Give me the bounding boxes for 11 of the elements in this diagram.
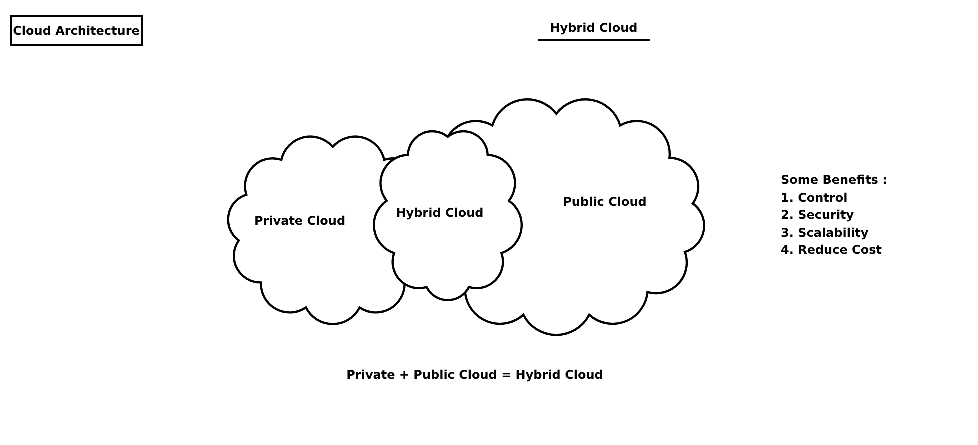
cloud-label: Private Cloud	[254, 214, 346, 228]
heading: Hybrid Cloud	[538, 21, 650, 41]
list-item: 1. Control	[781, 190, 848, 204]
list-item: 2. Security	[781, 208, 854, 222]
caption: Private + Public Cloud = Hybrid Cloud	[346, 368, 604, 382]
list-item: 3. Scalability	[781, 226, 869, 240]
list-heading: Some Benefits :	[781, 173, 888, 187]
cloud-label: Public Cloud	[563, 195, 647, 209]
title-box: Cloud Architecture	[10, 15, 143, 46]
list-item: 4. Reduce Cost	[781, 243, 882, 257]
cloud-label: Hybrid Cloud	[396, 206, 484, 220]
